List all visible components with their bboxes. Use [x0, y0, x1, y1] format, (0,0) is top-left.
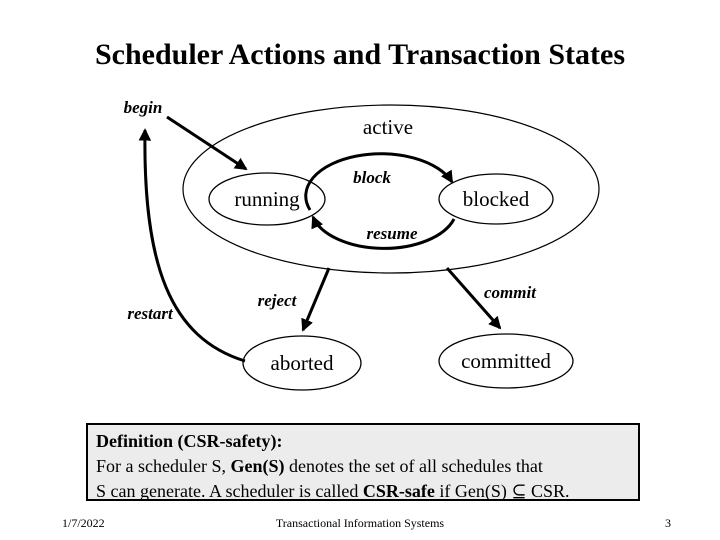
definition-line-3: S can generate. A scheduler is called CS…: [96, 479, 632, 504]
state-active-label: active: [363, 115, 413, 139]
state-active-ellipse: [182, 104, 600, 274]
restart-label: restart: [127, 304, 174, 323]
state-aborted-label: aborted: [271, 351, 334, 375]
footer: Transactional Information Systems 1/7/20…: [0, 516, 720, 532]
state-committed-label: committed: [461, 349, 551, 373]
definition-line3-bold: CSR-safe: [362, 481, 435, 501]
definition-box: Definition (CSR-safety): For a scheduler…: [86, 423, 640, 501]
commit-arrow: [445, 267, 502, 330]
footer-page-number: 3: [665, 516, 671, 530]
commit-label: commit: [484, 283, 537, 302]
definition-line2-post: denotes the set of all schedules that: [284, 456, 543, 476]
definition-heading: Definition (CSR-safety):: [96, 431, 283, 451]
restart-arrow: [138, 128, 246, 363]
block-label: block: [353, 168, 391, 187]
definition-line2-bold: Gen(S): [230, 456, 285, 476]
state-running-label: running: [234, 187, 300, 211]
footer-title: Transactional Information Systems: [275, 516, 445, 530]
block-arrow: [304, 152, 454, 211]
resume-label: resume: [367, 224, 418, 243]
state-blocked-label: blocked: [463, 187, 530, 211]
definition-line3-pre: S can generate. A scheduler is called: [96, 481, 363, 501]
begin-label: begin: [124, 98, 163, 117]
reject-label: reject: [258, 291, 298, 310]
state-blocked-ellipse: [438, 173, 554, 225]
footer-date: 1/7/2022: [62, 516, 105, 530]
definition-line2-pre: For a scheduler S,: [96, 456, 231, 476]
state-aborted-ellipse: [242, 335, 362, 391]
begin-arrow: [166, 115, 248, 171]
definition-line3-post: if Gen(S) ⊆ CSR.: [434, 481, 570, 501]
slide-title: Scheduler Actions and Transaction States: [94, 38, 626, 71]
resume-arrow: [311, 215, 456, 250]
state-committed-ellipse: [438, 333, 574, 389]
definition-line-2: For a scheduler S, Gen(S) denotes the se…: [96, 454, 632, 479]
state-running-ellipse: [208, 172, 326, 226]
reject-arrow: [301, 267, 331, 332]
